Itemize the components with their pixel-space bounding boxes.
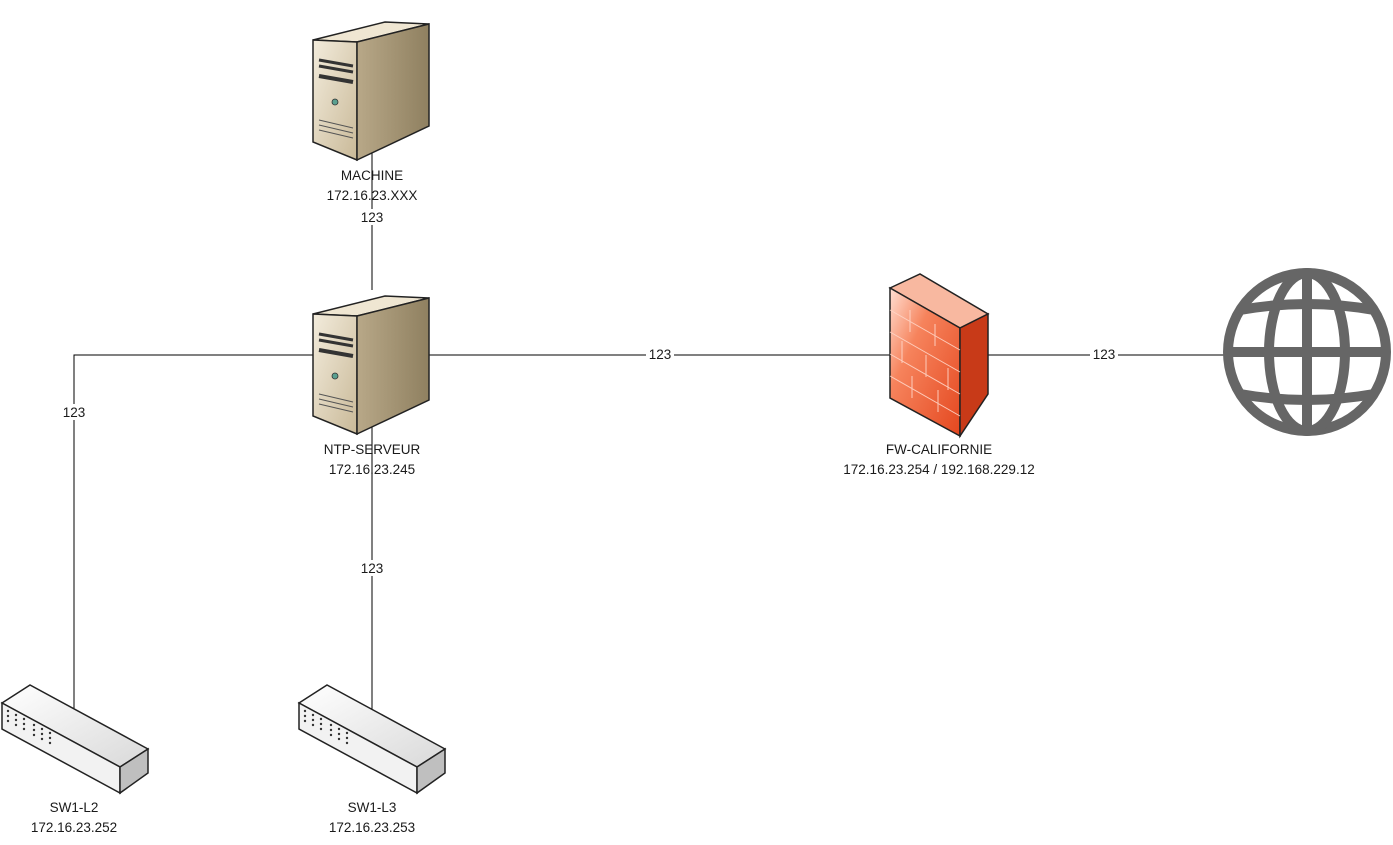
ntp-server-ip: 172.16.23.245 bbox=[329, 462, 415, 477]
ntp-server-name: NTP-SERVEUR bbox=[324, 442, 421, 457]
port-label-ntp-firewall: 123 bbox=[649, 347, 672, 362]
firewall-ip: 172.16.23.254 / 192.168.229.12 bbox=[843, 462, 1034, 477]
port-label-ntp-sw-l3: 123 bbox=[361, 561, 384, 576]
switch-l3-ip: 172.16.23.253 bbox=[329, 820, 415, 835]
switch-icon bbox=[297, 684, 447, 795]
switch-l3-name: SW1-L3 bbox=[348, 800, 397, 815]
globe-icon bbox=[1223, 268, 1391, 436]
server-icon bbox=[312, 21, 430, 162]
firewall-icon bbox=[888, 273, 990, 439]
link-ntp-sw-l2 bbox=[73, 354, 316, 712]
port-label-ntp-sw-l2: 123 bbox=[63, 405, 86, 420]
switch-l2-node[interactable] bbox=[0, 684, 150, 795]
port-label-firewall-internet: 123 bbox=[1093, 347, 1116, 362]
switch-l2-ip: 172.16.23.252 bbox=[31, 820, 117, 835]
machine-name: MACHINE bbox=[341, 168, 403, 183]
machine-ip: 172.16.23.XXX bbox=[327, 188, 418, 203]
internet-node[interactable] bbox=[1223, 268, 1391, 436]
switch-icon bbox=[0, 684, 150, 795]
firewall-node[interactable] bbox=[888, 273, 990, 439]
ntp-server-node[interactable] bbox=[312, 295, 430, 436]
switch-l2-name: SW1-L2 bbox=[50, 800, 99, 815]
switch-l3-node[interactable] bbox=[297, 684, 447, 795]
server-icon bbox=[312, 295, 430, 436]
machine-node[interactable] bbox=[312, 21, 430, 162]
firewall-name: FW-CALIFORNIE bbox=[886, 442, 992, 457]
port-label-machine-ntp: 123 bbox=[361, 210, 384, 225]
